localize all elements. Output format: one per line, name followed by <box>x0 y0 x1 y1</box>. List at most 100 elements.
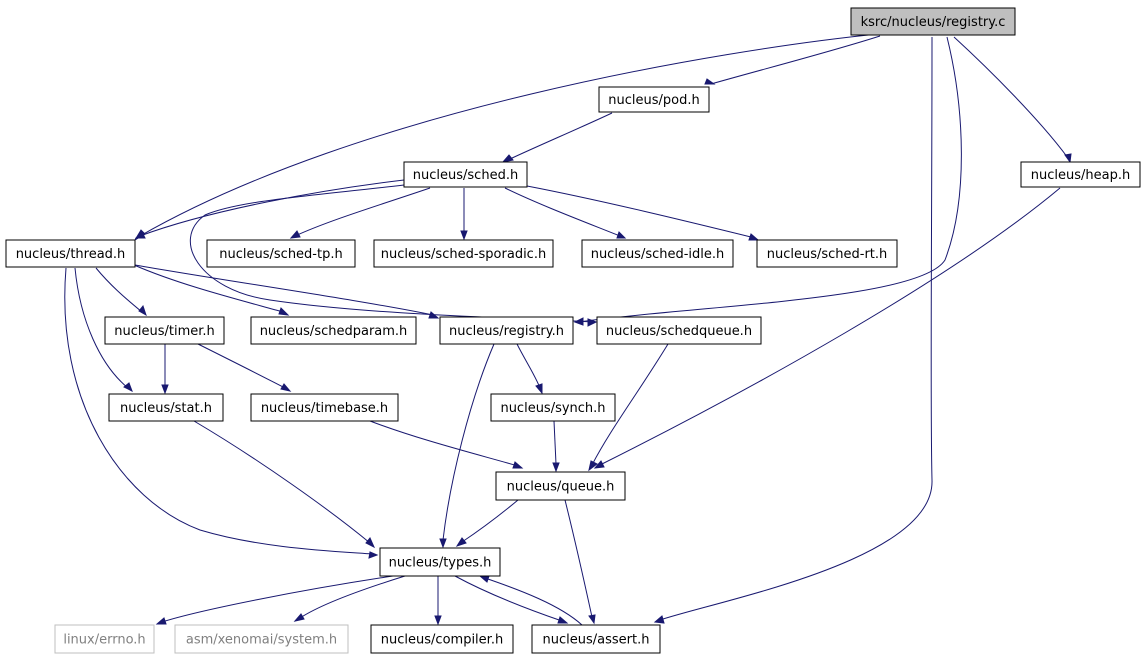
edge-sched-h-to-sched-rt-h <box>526 185 760 241</box>
node-label: linux/errno.h <box>63 633 145 648</box>
node-sched-idle-h[interactable]: nucleus/sched-idle.h <box>581 239 734 268</box>
edge-line <box>134 264 434 316</box>
node-registry-h[interactable]: nucleus/registry.h <box>439 316 574 345</box>
arrowhead <box>512 461 524 469</box>
node-box <box>174 624 349 654</box>
edge-registry-c-to-heap-h <box>953 36 1072 164</box>
arrowhead <box>365 537 376 549</box>
edge-line <box>953 36 1069 159</box>
edge-registry-h-to-synch-h <box>516 343 543 395</box>
edge-line <box>461 499 519 543</box>
edge-sched-h-to-thread-h <box>134 179 405 239</box>
edge-thread-h-to-schedparam-h <box>133 264 290 316</box>
node-box <box>490 393 616 422</box>
node-errno-h: linux/errno.h <box>54 624 155 654</box>
node-box <box>5 239 136 268</box>
node-label: nucleus/types.h <box>389 556 492 571</box>
arrowhead <box>616 231 627 239</box>
edge-types-h-to-assert-h <box>454 575 569 624</box>
edge-registry-h-to-types-h <box>439 343 495 549</box>
node-sched-rt-h[interactable]: nucleus/sched-rt.h <box>756 239 898 268</box>
edge-thread-h-to-timer-h <box>95 267 147 317</box>
edge-types-h-to-compiler-h <box>434 576 442 626</box>
edge-schedqueue-h-to-queue-h <box>588 343 669 472</box>
arrowhead <box>455 537 467 547</box>
node-label: nucleus/sched.h <box>413 168 518 183</box>
node-label: nucleus/timebase.h <box>261 401 388 416</box>
edge-thread-h-to-registry-h <box>134 264 440 319</box>
node-box <box>379 547 501 577</box>
node-label: nucleus/compiler.h <box>381 633 503 648</box>
node-timer-h[interactable]: nucleus/timer.h <box>104 316 225 345</box>
edge-stat-h-to-types-h <box>193 420 376 549</box>
node-assert-h[interactable]: nucleus/assert.h <box>531 624 661 654</box>
node-label: nucleus/assert.h <box>543 633 650 648</box>
edge-line <box>95 267 143 313</box>
node-label: nucleus/heap.h <box>1031 168 1130 183</box>
edge-line <box>564 499 593 618</box>
node-box <box>403 161 528 188</box>
node-box <box>54 624 155 654</box>
node-compiler-h[interactable]: nucleus/compiler.h <box>370 624 514 654</box>
edge-line <box>553 420 557 465</box>
node-pod-h[interactable]: nucleus/pod.h <box>598 86 710 113</box>
node-timebase-h[interactable]: nucleus/timebase.h <box>250 393 399 422</box>
arrowhead <box>278 307 290 316</box>
node-label: nucleus/sched-rt.h <box>767 247 888 262</box>
node-sched-tp-h[interactable]: nucleus/sched-tp.h <box>206 239 356 268</box>
arrowhead <box>501 154 514 163</box>
arrowhead <box>123 382 133 393</box>
node-label: nucleus/synch.h <box>500 401 605 416</box>
edge-line <box>294 187 431 237</box>
node-box <box>495 471 626 501</box>
edge-line <box>591 343 669 466</box>
edge-line <box>369 420 519 467</box>
arrowhead <box>653 615 665 624</box>
node-thread-h[interactable]: nucleus/thread.h <box>5 239 136 268</box>
node-stat-h[interactable]: nucleus/stat.h <box>108 393 224 422</box>
node-box <box>250 316 417 345</box>
node-sched-h[interactable]: nucleus/sched.h <box>403 161 528 188</box>
node-label: nucleus/registry.h <box>449 324 564 339</box>
edge-sched-h-to-sched-tp-h <box>289 187 431 239</box>
edge-line <box>197 343 286 389</box>
arrowhead <box>593 460 605 469</box>
graph-edges <box>64 33 1072 626</box>
node-system-h: asm/xenomai/system.h <box>174 624 349 654</box>
arrowhead <box>428 311 440 319</box>
edge-queue-h-to-assert-h <box>564 499 596 625</box>
edge-queue-h-to-types-h <box>455 499 519 547</box>
edge-assert-h-to-types-h <box>478 575 583 626</box>
edge-heap-h-to-queue-h <box>593 187 1061 469</box>
node-synch-h[interactable]: nucleus/synch.h <box>490 393 616 422</box>
node-schedqueue-h[interactable]: nucleus/schedqueue.h <box>596 316 762 345</box>
edge-line <box>454 575 563 622</box>
node-label: nucleus/sched-sporadic.h <box>381 247 546 262</box>
edge-thread-h-to-types-h <box>64 267 379 559</box>
node-box <box>581 239 734 268</box>
node-queue-h[interactable]: nucleus/queue.h <box>495 471 626 501</box>
node-label: asm/xenomai/system.h <box>186 633 337 648</box>
node-heap-h[interactable]: nucleus/heap.h <box>1020 161 1141 188</box>
node-box <box>104 316 225 345</box>
arrowhead <box>368 551 379 559</box>
node-label: nucleus/stat.h <box>120 401 212 416</box>
arrowhead <box>1064 153 1072 164</box>
node-label: nucleus/schedparam.h <box>260 324 408 339</box>
edge-line <box>139 33 879 237</box>
edge-line <box>504 187 621 237</box>
edge-line <box>161 575 394 623</box>
node-label: nucleus/queue.h <box>507 480 615 495</box>
arrowhead <box>588 614 596 625</box>
node-types-h[interactable]: nucleus/types.h <box>379 547 501 577</box>
node-label: nucleus/timer.h <box>114 324 215 339</box>
node-schedparam-h[interactable]: nucleus/schedparam.h <box>250 316 417 345</box>
node-label: nucleus/schedqueue.h <box>606 324 752 339</box>
node-label: nucleus/pod.h <box>608 93 699 108</box>
node-box <box>250 393 399 422</box>
node-box <box>1020 161 1141 188</box>
node-sched-sporadic-h[interactable]: nucleus/sched-sporadic.h <box>373 239 554 268</box>
edge-line <box>526 185 756 239</box>
node-box <box>756 239 898 268</box>
